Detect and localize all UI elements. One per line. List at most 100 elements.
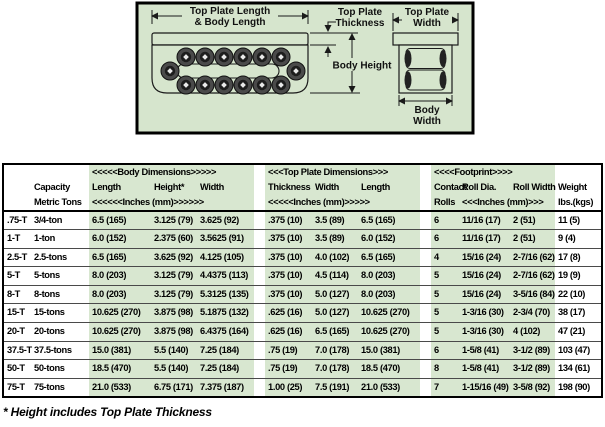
- spec-cell: 20-tons: [34, 326, 65, 337]
- label-body-height: Body Height: [333, 61, 393, 72]
- header-tp-thickness: Thickness: [265, 181, 313, 195]
- spec-cell: 2.5-tons: [34, 251, 67, 262]
- spec-cell: 4 (102): [510, 322, 556, 342]
- column-gap: [254, 341, 266, 360]
- spec-cell: 5: [431, 266, 460, 286]
- column-gap: [420, 378, 432, 397]
- column-gap: [254, 211, 266, 230]
- spec-cell: 37.5-T: [7, 344, 32, 355]
- column-gap: [254, 285, 266, 304]
- spec-cell: 11/16 (17): [459, 211, 511, 230]
- spec-table-header: <<<<<Body Dimensions>>>>> <<<Top Plate D…: [3, 164, 603, 211]
- spec-cell: 5.0 (127): [312, 303, 359, 323]
- spec-cell: 7.25 (184): [197, 359, 255, 379]
- spec-cell: 3.875 (98): [151, 322, 197, 342]
- spec-cell: 1-15/16 (49): [459, 378, 511, 397]
- spec-cell: 5.3125 (135): [197, 285, 255, 304]
- header-group-top-plate: <<<Top Plate Dimensions>>>: [265, 164, 421, 181]
- spec-cell: 50-tons: [34, 363, 65, 374]
- header-group-body: <<<<<Body Dimensions>>>>>: [89, 164, 255, 181]
- header-capacity-blank: [31, 164, 89, 181]
- header-model-blank: [3, 181, 31, 195]
- spec-cell: 3.875 (98): [151, 303, 197, 323]
- skate-end-view: [392, 32, 459, 94]
- spec-cell: 15-T: [7, 307, 25, 318]
- spec-cell: 18.5 (470): [89, 359, 151, 379]
- header-weight-blank: [555, 164, 602, 181]
- spec-cell: 10.625 (270): [358, 303, 421, 323]
- spec-cell: 4.125 (105): [197, 248, 255, 267]
- spec-cell: 3.5 (89): [312, 211, 359, 230]
- roller-icon: [252, 75, 272, 95]
- spec-cell: 3.5 (89): [312, 229, 359, 249]
- spec-cell: 22 (10): [558, 288, 586, 299]
- spec-cell: 5.5 (140): [151, 341, 197, 360]
- label-body-length: & Body Length: [194, 17, 265, 28]
- spec-cell: 7: [431, 378, 460, 397]
- header-tp-units: <<<<<Inches (mm)>>>>>: [265, 195, 421, 211]
- spec-cell: 3.125 (79): [151, 266, 197, 286]
- roller-icon: [214, 75, 234, 95]
- spec-cell: 3.5625 (91): [197, 229, 255, 249]
- spec-cell: 21.0 (533): [358, 378, 421, 397]
- spec-cell: 6: [431, 229, 460, 249]
- column-gap: [420, 195, 432, 211]
- column-gap: [420, 266, 432, 286]
- column-gap: [254, 248, 266, 267]
- spec-cell: 3.625 (92): [197, 211, 255, 230]
- column-gap: [420, 341, 432, 360]
- side-top-plate: [151, 32, 309, 46]
- label-top-plate-width-2: Width: [413, 18, 441, 29]
- spec-cell: 4.5 (114): [312, 266, 359, 286]
- spec-cell: 1-5/8 (41): [459, 341, 511, 360]
- spec-cell: 4.4375 (113): [197, 266, 255, 286]
- spec-cell: 6.75 (171): [151, 378, 197, 397]
- spec-cell: .375 (10): [265, 248, 313, 267]
- spec-cell: .375 (10): [265, 266, 313, 286]
- spec-cell: 3/4-ton: [34, 214, 63, 225]
- header-body-length: Length: [89, 181, 151, 195]
- spec-cell: 15.0 (381): [358, 341, 421, 360]
- column-gap: [254, 266, 266, 286]
- header-roll-width: Roll Width: [510, 181, 556, 195]
- column-gap: [420, 248, 432, 267]
- header-fp-units: <<<Inches (mm)>>>: [459, 195, 556, 211]
- spec-cell: 8.0 (203): [358, 285, 421, 304]
- spec-cell: .375 (10): [265, 229, 313, 249]
- spec-cell: 15/16 (24): [459, 285, 511, 304]
- roller-icon: [252, 47, 272, 67]
- spec-cell: 2-7/16 (62): [510, 266, 556, 286]
- spec-cell: 15/16 (24): [459, 248, 511, 267]
- spec-cell: 5: [431, 322, 460, 342]
- spec-cell: 5.1875 (132): [197, 303, 255, 323]
- spec-cell: 6: [431, 341, 460, 360]
- spec-cell: 3-1/2 (89): [510, 341, 556, 360]
- header-model-blank: [3, 195, 31, 211]
- spec-cell: 4.0 (102): [312, 248, 359, 267]
- dim-body-height: Body Height: [310, 33, 393, 94]
- column-gap: [420, 285, 432, 304]
- spec-cell: 2 (51): [510, 211, 556, 230]
- roller-icon: [233, 75, 253, 95]
- roller-icon: [286, 61, 306, 81]
- spec-cell: 8.0 (203): [89, 285, 151, 304]
- spec-cell: 11 (5): [558, 214, 580, 225]
- spec-cell: 103 (47): [558, 344, 590, 355]
- spec-cell: .625 (16): [265, 303, 313, 323]
- spec-cell: 3.125 (79): [151, 285, 197, 304]
- column-gap: [420, 229, 432, 249]
- label-top-plate-thickness-2: Thickness: [336, 18, 385, 29]
- dim-body-width: Body Width: [398, 95, 453, 127]
- roller-icon: [214, 47, 234, 67]
- spec-cell: 17 (8): [558, 251, 581, 262]
- spec-cell: 2 (51): [510, 229, 556, 249]
- spec-cell: 5-tons: [34, 270, 60, 281]
- spec-cell: 134 (61): [558, 363, 590, 374]
